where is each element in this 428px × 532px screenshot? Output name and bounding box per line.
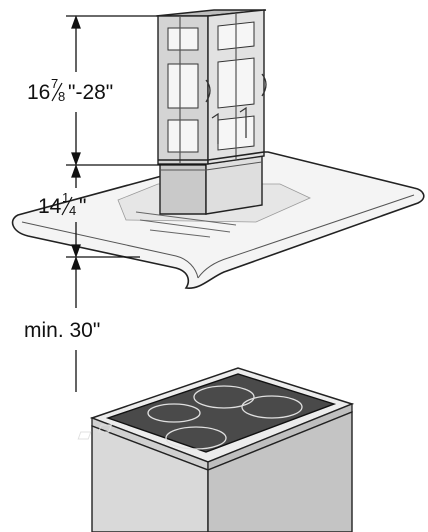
hood-height-rest: ": [79, 195, 86, 218]
burner-back-center: [193, 385, 255, 409]
control-pad-2: [98, 424, 112, 433]
chimney-height-denominator: 8: [58, 89, 65, 104]
cooktop-surface: [105, 373, 337, 453]
control-pad-1: [77, 431, 92, 440]
range-hood: [11, 9, 425, 289]
chimney-height-rest: "-28": [68, 81, 113, 104]
hood-height-label: 14 1 4 ": [38, 190, 86, 218]
upper-chimney-frame: [155, 9, 267, 165]
lower-chimney: [159, 155, 263, 215]
burner-back-left: [147, 403, 201, 423]
burner-right: [241, 395, 303, 419]
chimney-height-label: 16 7 8 "-28": [27, 76, 113, 104]
hood-height-numerator: 1: [62, 190, 69, 205]
hood-height-denominator: 4: [69, 203, 76, 218]
clearance-label: min. 30": [24, 319, 100, 342]
cooktop-cabinet: [77, 367, 355, 532]
chimney-height-numerator: 7: [51, 76, 58, 91]
hood-height-whole: 14: [38, 195, 62, 218]
dimension-lines: [66, 15, 206, 392]
chimney-height-whole: 16: [27, 81, 50, 104]
burner-front-left: [165, 426, 227, 450]
